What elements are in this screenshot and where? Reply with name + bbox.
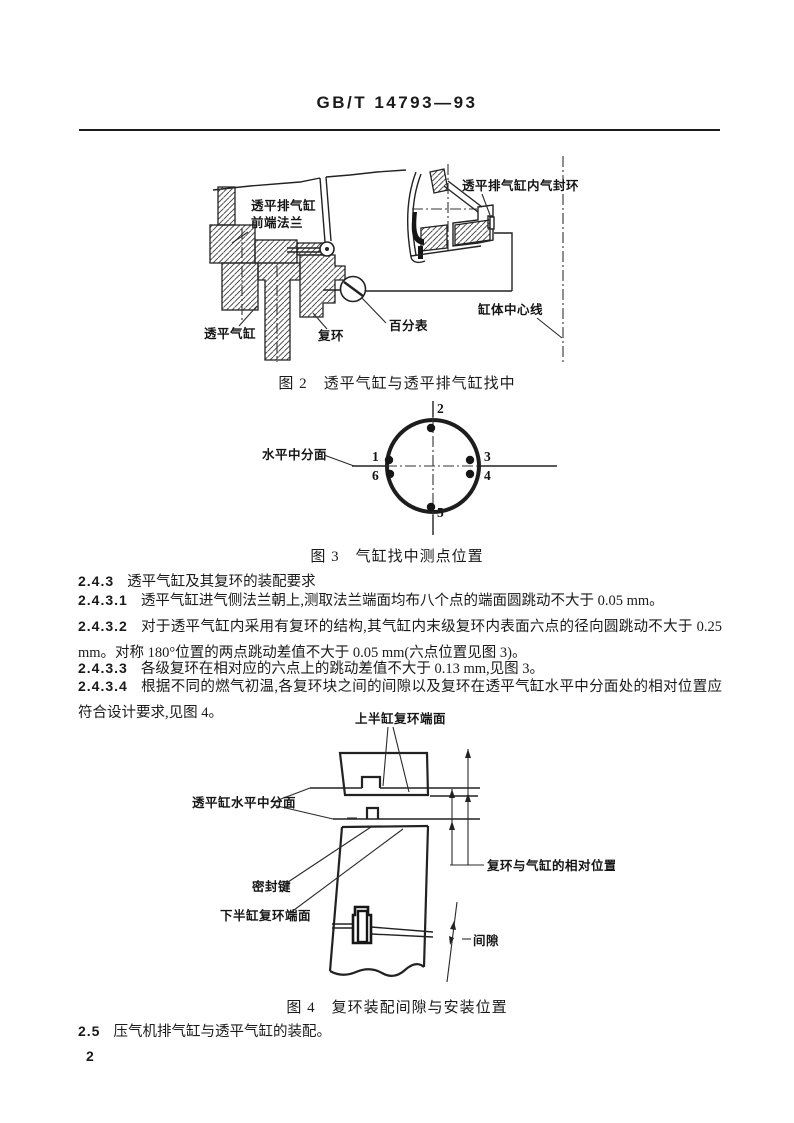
figure3-caption: 图 3 气缸找中测点位置 <box>310 549 484 565</box>
figure2-caption: 图 2 透平气缸与透平排气缸找中 <box>278 376 516 392</box>
label-inner-seal-ring: 透平排气缸内气封环 <box>462 178 579 193</box>
gas-seal-ring <box>489 216 495 230</box>
point-2: 2 <box>437 401 444 416</box>
clause-number: 2.4.3.4 <box>78 678 128 694</box>
point-3: 3 <box>484 449 491 464</box>
label-body-centerline: 缸体中心线 <box>478 302 543 317</box>
clause-2-4-3-1: 2.4.3.1 透平气缸进气侧法兰朝上,测取法兰端面均布八个点的端面圆跳动不大于 … <box>78 587 722 614</box>
ring-section <box>299 254 346 318</box>
turbine-cylinder-section <box>209 186 346 362</box>
measurement-points <box>384 423 475 512</box>
label-clearance: 间隙 <box>473 933 499 948</box>
figure2-drawing: 透平排气缸 前端法兰 透平排气缸内气封环 透平气缸 复环 百分表 缸体中心线 <box>204 156 579 363</box>
figure4-drawing: 透平缸水平中分面 上半缸复环端面 间隙 <box>192 711 615 983</box>
label-seal-key: 密封键 <box>251 879 291 894</box>
clause-text: 压气机排气缸与透平气缸的装配。 <box>113 1024 331 1040</box>
figure3-drawing: 2 5 1 6 3 4 水平中分面 <box>262 401 557 535</box>
label-turbine-cylinder: 透平气缸 <box>204 326 256 341</box>
label-upper-ring-face: 上半缸复环端面 <box>355 711 446 726</box>
pivot-dot <box>325 247 329 251</box>
clause-text: 各级复环在相对应的六点上的跳动差值不大于 0.13 mm,见图 3。 <box>140 661 545 677</box>
clause-number: 2.4.3.3 <box>78 660 128 676</box>
clause-2-5: 2.5 压气机排气缸与透平气缸的装配。 <box>78 1018 722 1045</box>
header-rule <box>79 129 720 131</box>
label-exhaust-flange-line2: 前端法兰 <box>251 215 303 230</box>
label-horizontal-split-plane: 水平中分面 <box>262 447 327 462</box>
point-6: 6 <box>372 468 379 483</box>
label-split-plane: 透平缸水平中分面 <box>192 795 296 810</box>
clause-number: 2.4.3.1 <box>78 592 128 608</box>
clause-number: 2.4.3 <box>78 573 115 589</box>
clearance-dimension <box>446 901 471 983</box>
page-number: 2 <box>86 1048 94 1064</box>
clause-number: 2.4.3.2 <box>78 618 128 634</box>
label-ring: 复环 <box>317 328 344 343</box>
standard-code-header: GB/T 14793—93 <box>316 93 478 112</box>
label-relative-position: 复环与气缸的相对位置 <box>486 858 615 873</box>
exhaust-cylinder-section <box>407 164 495 264</box>
upper-half-section <box>310 751 480 797</box>
split-plane-lines <box>272 787 480 820</box>
clause-2-4-3: 2.4.3 透平气缸及其复环的装配要求 <box>78 568 722 595</box>
seal-key-section <box>351 905 373 945</box>
label-dial-gauge: 百分表 <box>389 318 428 333</box>
clause-text: 对于透平气缸内采用有复环的结构,其气缸内末级复环内表面六点的径向圆跳动不大于 0… <box>78 619 722 661</box>
point-1: 1 <box>372 449 379 464</box>
clause-text: 透平气缸及其复环的装配要求 <box>127 574 316 590</box>
lower-half-section <box>328 824 434 977</box>
clause-2-4-3-3: 2.4.3.3 各级复环在相对应的六点上的跳动差值不大于 0.13 mm,见图 3… <box>78 655 722 682</box>
dial-indicator <box>323 232 513 303</box>
figure4-caption: 图 4 复环装配间隙与安装位置 <box>286 1000 508 1016</box>
clause-number: 2.5 <box>78 1023 101 1039</box>
point-5: 5 <box>437 505 444 520</box>
clause-text: 根据不同的燃气初温,各复环块之间的间隙以及复环在透平气缸水平中分面处的相对位置应… <box>78 679 722 721</box>
point-4: 4 <box>484 468 491 483</box>
relative-position-dimension <box>449 749 484 866</box>
label-exhaust-flange-line1: 透平排气缸 <box>251 198 316 213</box>
clause-text: 透平气缸进气侧法兰朝上,测取法兰端面均布八个点的端面圆跳动不大于 0.05 mm… <box>140 593 664 609</box>
label-lower-ring-face: 下半缸复环端面 <box>220 908 311 923</box>
